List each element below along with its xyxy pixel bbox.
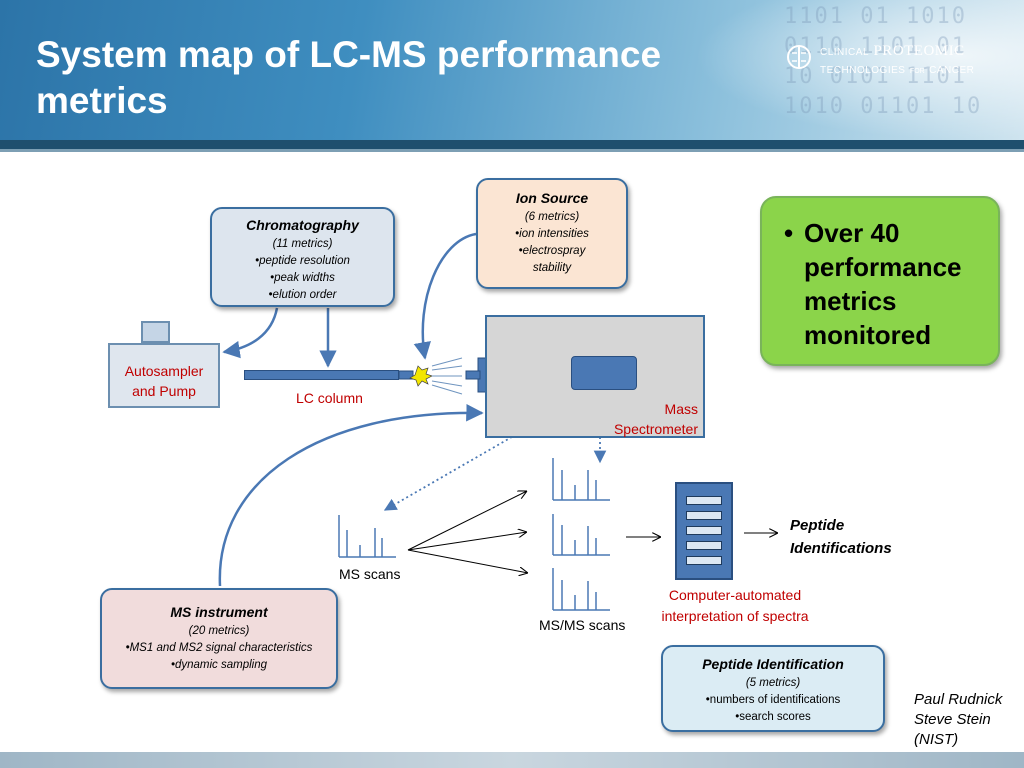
mass-spectrometer-label: Mass Spectrometer bbox=[596, 399, 698, 439]
logo-line-1: CLINICAL PROTEOMIC bbox=[820, 42, 965, 60]
header-rule bbox=[0, 140, 1024, 149]
header-glow bbox=[694, 0, 1024, 140]
callout-text: Over 40 performance metrics monitored bbox=[804, 218, 962, 350]
ms-instrument-item: •dynamic sampling bbox=[170, 659, 268, 671]
ms-scan-spectrum bbox=[338, 515, 396, 558]
logo: CLINICAL PROTEOMIC TECHNOLOGIES FOR CANC… bbox=[786, 42, 986, 78]
lc-column bbox=[244, 370, 399, 380]
chromatography-title: Chromatography bbox=[246, 217, 359, 233]
msms-scans-label: MS/MS scans bbox=[539, 617, 626, 633]
logo-word-cancer: CANCER bbox=[929, 65, 975, 76]
autosampler-top bbox=[141, 321, 170, 343]
callout-bullet: • bbox=[784, 218, 794, 248]
ion-source-count: (6 metrics) bbox=[524, 211, 580, 223]
peptide-identifications-line2: Identifications bbox=[790, 540, 892, 557]
mass-analyzer bbox=[571, 356, 637, 390]
msms-spectrum-2 bbox=[552, 514, 610, 556]
msms-fan-arrows bbox=[407, 491, 528, 573]
credit-line: Steve Stein bbox=[914, 711, 991, 728]
ion-source-box: Ion Source (6 metrics) •ion intensities … bbox=[476, 178, 628, 289]
autosampler-label-line1: Autosampler bbox=[124, 363, 204, 379]
computer-server-icon bbox=[675, 482, 733, 580]
ion-source-item: •ion intensities bbox=[515, 228, 589, 240]
logo-word-for: FOR bbox=[909, 68, 925, 75]
ms-instrument-count: (20 metrics) bbox=[188, 625, 250, 637]
autosampler-pump: Autosampler and Pump bbox=[108, 343, 220, 408]
chromatography-box: Chromatography (11 metrics) •peptide res… bbox=[210, 207, 395, 307]
electrospray-emitter bbox=[398, 357, 463, 395]
logo-line-2: TECHNOLOGIES FOR CANCER bbox=[820, 60, 974, 78]
ion-source-item: •electrospray bbox=[518, 245, 586, 257]
server-slot bbox=[686, 511, 722, 520]
chromatography-item: •peak widths bbox=[270, 272, 335, 284]
msms-spectrum-1 bbox=[552, 458, 610, 501]
server-slot bbox=[686, 541, 722, 550]
credit-line: Paul Rudnick bbox=[914, 691, 1003, 708]
logo-word-proteomic: PROTEOMIC bbox=[873, 43, 965, 59]
credits: Paul Rudnick Steve Stein (NIST) bbox=[914, 690, 1002, 750]
slide-title: System map of LC-MS performance metrics bbox=[36, 34, 662, 121]
computer-label-line2: interpretation of spectra bbox=[661, 608, 809, 624]
computer-label: Computer-automated interpretation of spe… bbox=[646, 585, 824, 627]
chromatography-count: (11 metrics) bbox=[272, 238, 333, 250]
msms-spectrum-3 bbox=[552, 568, 610, 611]
peptide-identification-count: (5 metrics) bbox=[745, 677, 801, 689]
logo-mark-icon bbox=[787, 45, 811, 69]
lc-column-label: LC column bbox=[296, 390, 363, 406]
peptide-identification-item: •search scores bbox=[735, 711, 811, 723]
logo-word-technologies: TECHNOLOGIES bbox=[820, 65, 906, 76]
autosampler-label-line2: and Pump bbox=[132, 383, 196, 399]
ms-instrument-item: •MS1 and MS2 signal characteristics bbox=[125, 642, 313, 654]
peptide-identification-title: Peptide Identification bbox=[702, 656, 844, 672]
mass-spectrometer-label-line1: Mass bbox=[664, 401, 698, 417]
server-slot bbox=[686, 556, 722, 565]
logo-word-clinical: CLINICAL bbox=[820, 47, 870, 58]
peptide-identification-box: Peptide Identification (5 metrics) •numb… bbox=[661, 645, 885, 732]
server-slot bbox=[686, 496, 722, 505]
credit-line: (NIST) bbox=[914, 731, 959, 748]
ion-source-title: Ion Source bbox=[515, 190, 589, 206]
binary-watermark: 1101 01 1010 0110 1101 01 10 0101 1101 1… bbox=[784, 4, 983, 119]
arrow-chrom-to-autosampler bbox=[222, 307, 279, 359]
ms-scans-label: MS scans bbox=[339, 566, 401, 582]
header-rule-light bbox=[0, 149, 1024, 152]
arrow-ms-instrument-to-ms bbox=[218, 403, 484, 587]
computer-label-line1: Computer-automated bbox=[668, 587, 802, 603]
ion-source-item: stability bbox=[532, 262, 572, 274]
peptide-identifications-label: Peptide Identifications bbox=[790, 514, 892, 560]
mass-spectrometer-label-line2: Spectrometer bbox=[613, 421, 698, 437]
server-slot bbox=[686, 526, 722, 535]
chromatography-item: •peptide resolution bbox=[255, 255, 350, 267]
arrow-ion-source-to-spray bbox=[413, 232, 477, 360]
ms-instrument-title: MS instrument bbox=[170, 604, 268, 620]
header-banner: 1101 01 1010 0110 1101 01 10 0101 1101 1… bbox=[0, 0, 1024, 140]
chromatography-item: •elution order bbox=[268, 289, 337, 301]
peptide-identifications-line1: Peptide bbox=[790, 517, 845, 534]
metrics-callout: • Over 40 performance metrics monitored bbox=[760, 196, 1000, 366]
peptide-identification-item: •numbers of identifications bbox=[705, 694, 841, 706]
footer-bar bbox=[0, 752, 1024, 768]
ms-instrument-box: MS instrument (20 metrics) •MS1 and MS2 … bbox=[100, 588, 338, 689]
